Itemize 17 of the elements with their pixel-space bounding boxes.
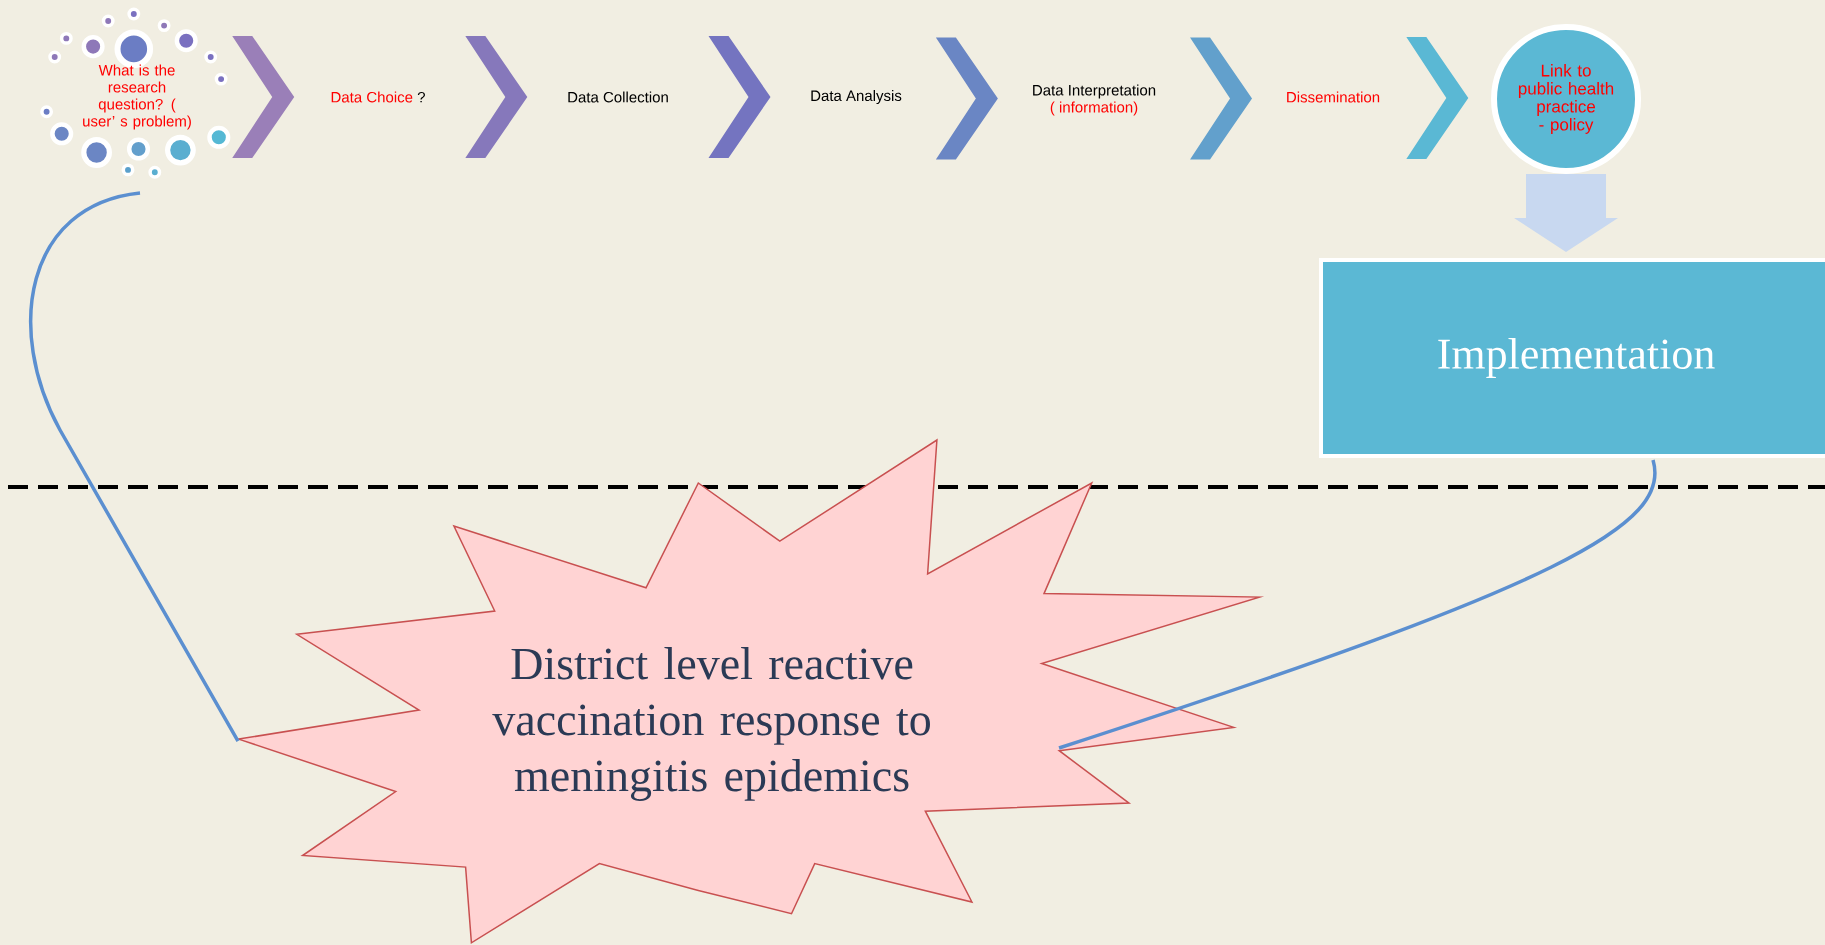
- chevron-arrow: [708, 36, 771, 158]
- block-arrow: [1514, 174, 1618, 252]
- chevron-arrow: [1406, 37, 1469, 159]
- chevron-arrow: [935, 37, 998, 160]
- step-label: Dissemination: [1287, 91, 1380, 103]
- step-label: Data Interpretation ( information): [1033, 84, 1156, 116]
- implementation-box: Implementation: [1319, 258, 1825, 458]
- question-text: What is the research question? ( user’ s problem): [83, 64, 191, 130]
- step-label: Data Choice ?: [331, 91, 425, 103]
- connector-line: [1058, 459, 1657, 750]
- chevron-arrow: [465, 36, 528, 158]
- chevron-arrow: [1190, 37, 1253, 160]
- connector-line: [29, 191, 240, 742]
- chevron-arrow: [232, 36, 295, 158]
- starburst: District level reactive vaccination response to meningitis epidemics: [235, 438, 1265, 945]
- step-label: Data Analysis: [811, 90, 902, 104]
- step-label: Data Collection: [568, 91, 668, 103]
